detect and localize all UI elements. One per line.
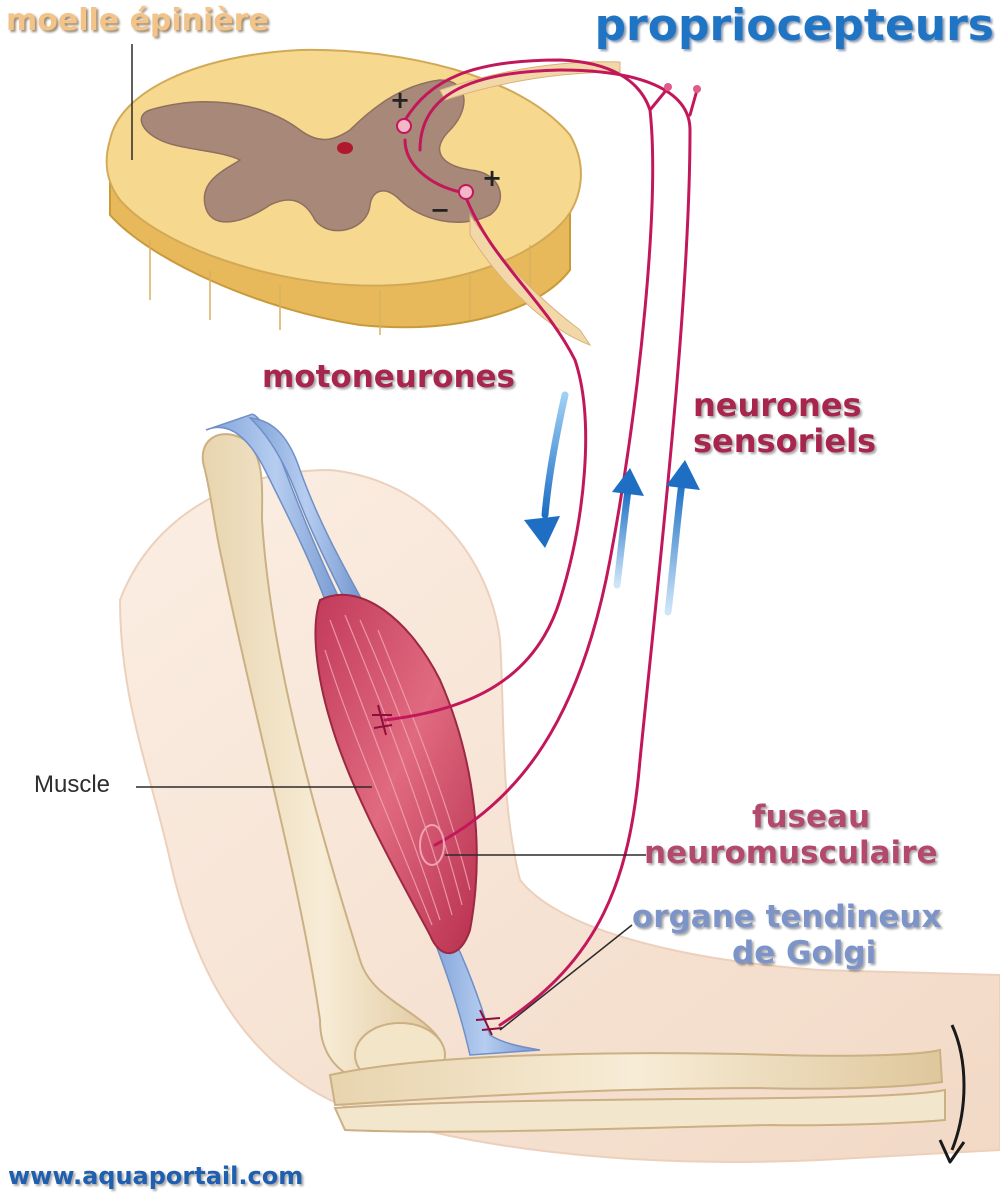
spinal-cord-section xyxy=(105,48,621,347)
motoneurons-label: motoneurones xyxy=(262,359,516,395)
leader-golgi xyxy=(499,924,633,1031)
motor-fiber xyxy=(383,193,588,722)
proprioceptors-title: propriocepteurs xyxy=(594,0,994,51)
sensory-fiber-golgi xyxy=(418,68,692,1027)
plus-sign-upper: + xyxy=(390,86,411,114)
spindle-ending xyxy=(419,824,445,866)
nerve-fibers xyxy=(383,58,699,1027)
central-canal xyxy=(337,142,353,154)
gray-matter xyxy=(140,79,501,232)
synapse-lower xyxy=(458,184,474,200)
curved-arrow-down-icon xyxy=(938,1024,966,1164)
spindle-label-line1: fuseau xyxy=(752,799,871,835)
interneuron xyxy=(403,138,462,194)
muscle-label: Muscle xyxy=(34,771,111,798)
receptor-ending-2 xyxy=(693,85,701,93)
ulna-bone xyxy=(333,1088,946,1133)
golgi-organ-label-line1: organe tendineux xyxy=(632,899,942,935)
minus-sign: − xyxy=(430,196,451,224)
radius-bone xyxy=(328,1048,944,1107)
sensory-fiber-spindle xyxy=(403,58,655,847)
receptor-ending-1 xyxy=(664,83,672,91)
receptor-stem-2 xyxy=(688,88,699,117)
website-link[interactable]: www.aquaportail.com xyxy=(8,1162,304,1190)
arrow-up-icon-2 xyxy=(664,460,700,616)
receptor-stem-1 xyxy=(648,86,670,112)
arrow-down-icon xyxy=(524,391,569,548)
lower-tendon xyxy=(429,918,541,1056)
arrow-up-icon xyxy=(612,468,644,589)
spindle-label-line2: neuromusculaire xyxy=(644,835,938,871)
spinal-cord-label: moelle épinière xyxy=(6,3,269,38)
golgi-organ-label-line2: de Golgi xyxy=(732,935,877,971)
leader-lines xyxy=(131,44,646,1031)
motor-end-plate xyxy=(372,704,393,736)
plus-sign-right: + xyxy=(482,164,503,192)
sensory-neurons-label-line2: sensoriels xyxy=(693,422,877,460)
golgi-ending xyxy=(475,1009,503,1036)
synapse-upper xyxy=(396,118,412,134)
sensory-neurons-label-line1: neurones xyxy=(693,386,862,424)
